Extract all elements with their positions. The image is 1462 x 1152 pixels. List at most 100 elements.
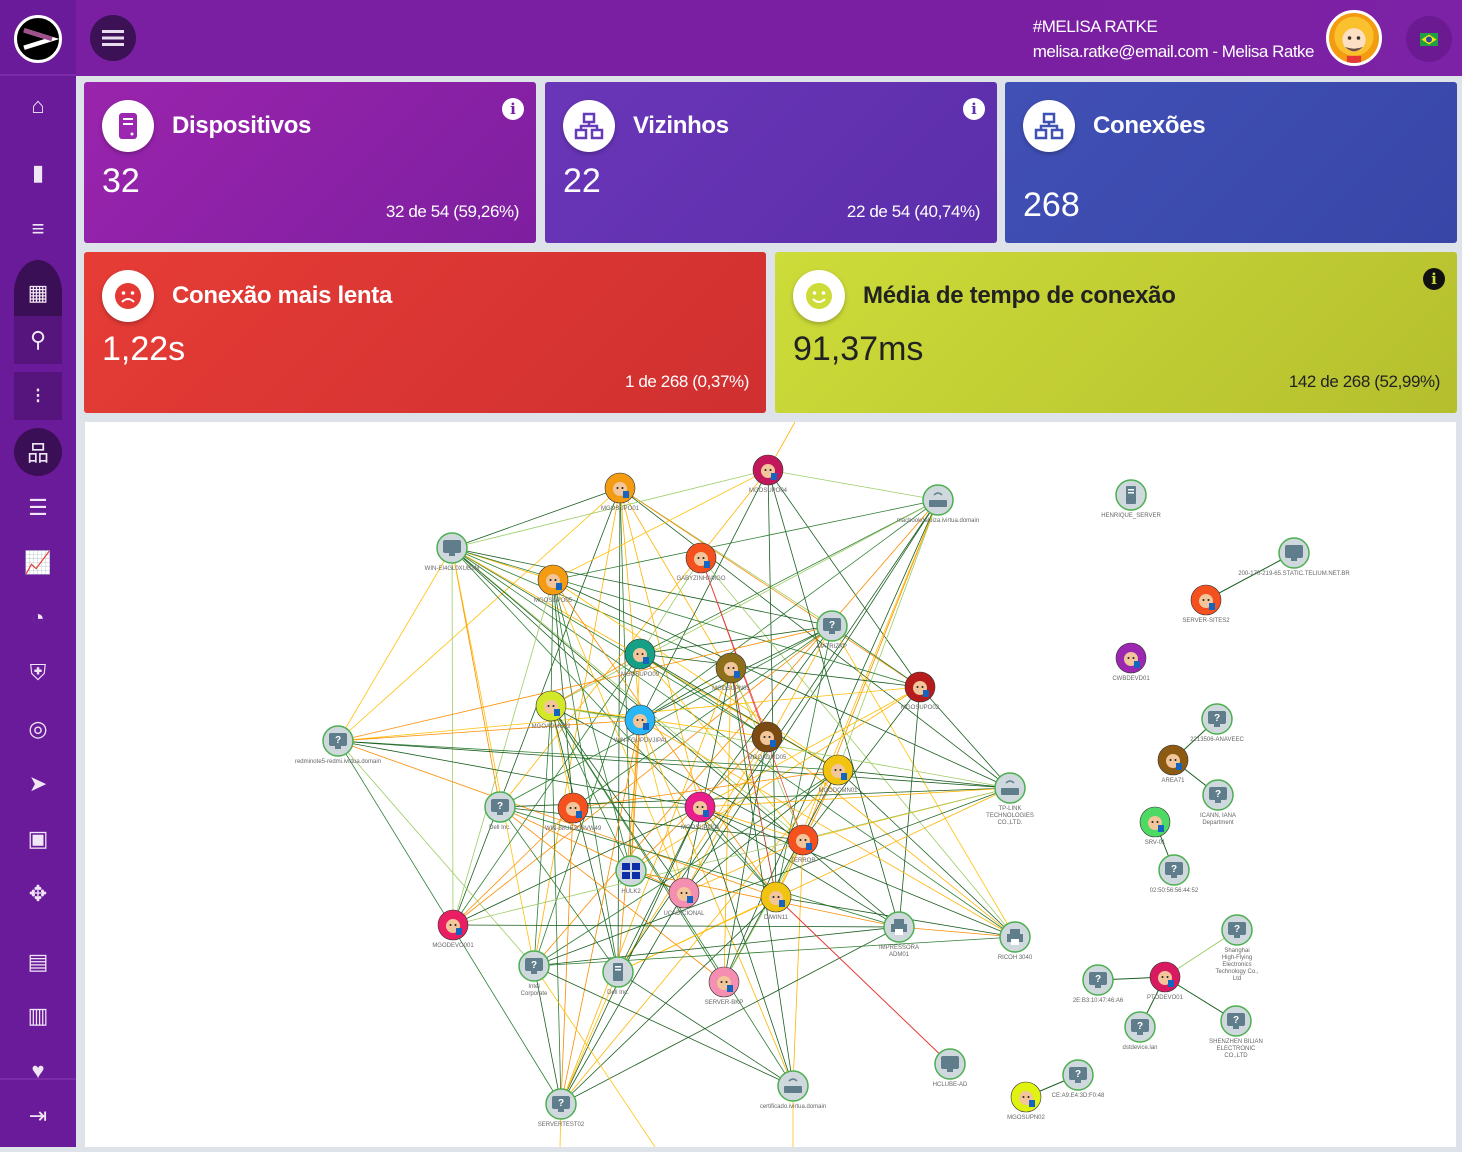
sidebar-item-line-chart[interactable]: 📈 xyxy=(14,539,62,587)
graph-node[interactable]: CWBDEVD01 xyxy=(1112,642,1150,682)
info-icon[interactable]: i xyxy=(1423,268,1445,290)
sidebar-item-send[interactable]: ➤ xyxy=(14,760,62,808)
sidebar-item-list-chart[interactable]: ☰ xyxy=(14,484,62,532)
connection-edge xyxy=(451,547,641,721)
device-icon xyxy=(102,100,154,152)
sidebar-item-route-pins[interactable]: ⚲ xyxy=(14,316,62,364)
info-icon[interactable]: i xyxy=(963,98,985,120)
connection-edge xyxy=(452,653,641,926)
connection-edge xyxy=(802,499,939,841)
graph-node[interactable]: MGOSUPO09 xyxy=(621,638,660,678)
graph-node[interactable]: ?dstdevice.lan xyxy=(1122,1011,1158,1051)
sidebar-item-heartbeat[interactable]: ♥ xyxy=(14,1047,62,1095)
graph-node[interactable]: UCADICIONAL xyxy=(663,877,705,917)
sidebar-item-map[interactable]: ▦ xyxy=(14,260,62,326)
graph-node[interactable]: MGOSUPO02 xyxy=(901,671,940,711)
graph-node[interactable]: 200-170-219-65.STATIC.TELIUM.NET.BR xyxy=(1238,537,1350,577)
graph-node[interactable]: certificado.ivirtua.domain xyxy=(760,1070,826,1110)
connection-edge xyxy=(837,769,1011,789)
connection-edge xyxy=(700,557,1016,938)
graph-node[interactable]: SRV-01 xyxy=(1139,806,1171,846)
svg-text:?: ? xyxy=(1234,924,1240,935)
app-logo[interactable] xyxy=(14,15,62,63)
graph-node[interactable]: WIN-EI4GL0XUB2M xyxy=(425,532,480,572)
node-label: MGOSUPO01 xyxy=(601,506,640,512)
graph-node[interactable]: MGODCMN01 xyxy=(818,754,858,794)
graph-node[interactable]: HENRIQUE_SERVER xyxy=(1101,479,1161,519)
connections-card[interactable]: Conexões 268 xyxy=(1005,82,1457,243)
connection-edge xyxy=(766,736,1016,938)
graph-node[interactable]: ?2E:B3:10:47:46:A6 xyxy=(1073,964,1124,1004)
graph-node[interactable]: MGOADMD05 xyxy=(748,721,787,761)
connection-edge xyxy=(452,787,1011,926)
sidebar-item-contact-card[interactable]: ▤ xyxy=(14,938,62,986)
sidebar-item-shield[interactable]: ⛨ xyxy=(14,649,62,697)
graph-node[interactable]: macbookdaluiza.ivirtua.domain xyxy=(897,484,979,524)
avatar-icon xyxy=(1199,594,1215,610)
graph-node[interactable]: PTODEVO01 xyxy=(1147,961,1184,1001)
connection-edge xyxy=(723,736,768,983)
graph-node[interactable]: WIN-FGUPDVJIPAI xyxy=(614,704,667,744)
sidebar-item-clipboard[interactable]: ▥ xyxy=(14,992,62,1040)
average-time-card[interactable]: Média de tempo de conexão i 91,37ms 142 … xyxy=(775,252,1457,413)
neighbors-card[interactable]: Vizinhos i 22 22 de 54 (40,74%) xyxy=(545,82,997,243)
connection-edge xyxy=(533,965,656,1148)
graph-node[interactable]: ?02:50:56:56:44:52 xyxy=(1150,854,1199,894)
sidebar-item-home[interactable]: ⌂ xyxy=(14,82,62,130)
graph-node[interactable]: ?redminote5-redmi.ivirtua.domain xyxy=(295,725,381,765)
sidebar-item-device[interactable]: ▮ xyxy=(14,149,62,197)
graph-node[interactable]: WIN-88UE3Q8VW49 xyxy=(545,792,602,832)
graph-node[interactable]: MGOSUPN01 xyxy=(712,652,750,692)
user-info[interactable]: #MELISA RATKE melisa.ratke@email.com - M… xyxy=(1033,14,1315,64)
graph-node[interactable]: MGOSUPO05 xyxy=(534,564,573,604)
sidebar-item-gauge[interactable]: ◔ xyxy=(14,594,62,642)
graph-node[interactable]: HULK2 xyxy=(615,855,647,895)
info-icon[interactable]: i xyxy=(502,98,524,120)
graph-node[interactable]: RICOH 3040 xyxy=(998,921,1033,961)
node-label: 02:50:56:56:44:52 xyxy=(1150,888,1199,894)
language-button[interactable] xyxy=(1406,16,1452,62)
menu-toggle-button[interactable] xyxy=(90,15,136,61)
graph-node[interactable]: ?SERVERTEST02 xyxy=(538,1088,585,1128)
graph-node[interactable]: MGOSUPO04 xyxy=(749,454,788,494)
user-avatar[interactable] xyxy=(1326,10,1382,66)
avatar-icon xyxy=(761,464,777,480)
node-label: MGODEVO001 xyxy=(432,943,474,949)
graph-node[interactable]: SERVER-BKP xyxy=(705,966,744,1006)
graph-node[interactable]: MGOSUPO06 xyxy=(681,791,720,831)
sidebar-item-logout[interactable]: ⇥ xyxy=(14,1092,62,1140)
sidebar-item-checklist[interactable]: ≡ xyxy=(14,205,62,253)
graph-node[interactable]: ?2213506-ANAVEEC xyxy=(1190,703,1244,743)
graph-node[interactable]: SERVER-SITES2 xyxy=(1182,584,1230,624)
sidebar-item-remote-desktop[interactable]: ▣ xyxy=(14,815,62,863)
graph-node[interactable]: MGOADMN02 xyxy=(532,690,571,730)
average-title: Média de tempo de conexão xyxy=(863,282,1176,309)
graph-node[interactable]: ?Dell Inc. xyxy=(484,791,516,831)
graph-node[interactable]: MGOSUPO01 xyxy=(601,472,640,512)
graph-node[interactable]: MGOSUPN02 xyxy=(1007,1081,1045,1121)
avatar-icon xyxy=(446,919,462,935)
devices-card[interactable]: Dispositivos i 32 32 de 54 (59,26%) xyxy=(84,82,536,243)
sidebar-item-satellite[interactable]: ✥ xyxy=(14,870,62,918)
graph-node[interactable]: ?MATRIZXP xyxy=(816,610,848,650)
graph-node[interactable]: TERROR xyxy=(787,824,819,864)
graph-node[interactable]: Dell Inc. xyxy=(602,956,634,996)
graph-node[interactable]: HCLUBE-AD xyxy=(933,1048,968,1088)
graph-node[interactable]: AREA71 xyxy=(1157,744,1189,784)
network-graph[interactable]: MGOSUPO01 MGOSUPO04 macbookdaluiza.ivirtua… xyxy=(85,421,1456,1148)
sidebar-item-network[interactable]: 品 xyxy=(14,428,62,476)
network-icon: 品 xyxy=(26,441,49,466)
slowest-connection-card[interactable]: Conexão mais lenta 1,22s 1 de 268 (0,37%… xyxy=(84,252,766,413)
graph-node[interactable]: GABYZINHAMGO xyxy=(676,542,726,582)
graph-node[interactable]: DIWIN11 xyxy=(760,881,792,921)
sidebar-item-fingerprint[interactable]: ◎ xyxy=(14,705,62,753)
graph-node[interactable]: MGODEVO001 xyxy=(432,909,474,949)
graph-node[interactable]: ?CE:A9:E4:3D:F0:48 xyxy=(1052,1059,1105,1099)
sidebar-item-route-points[interactable]: ⁝ xyxy=(14,372,62,420)
